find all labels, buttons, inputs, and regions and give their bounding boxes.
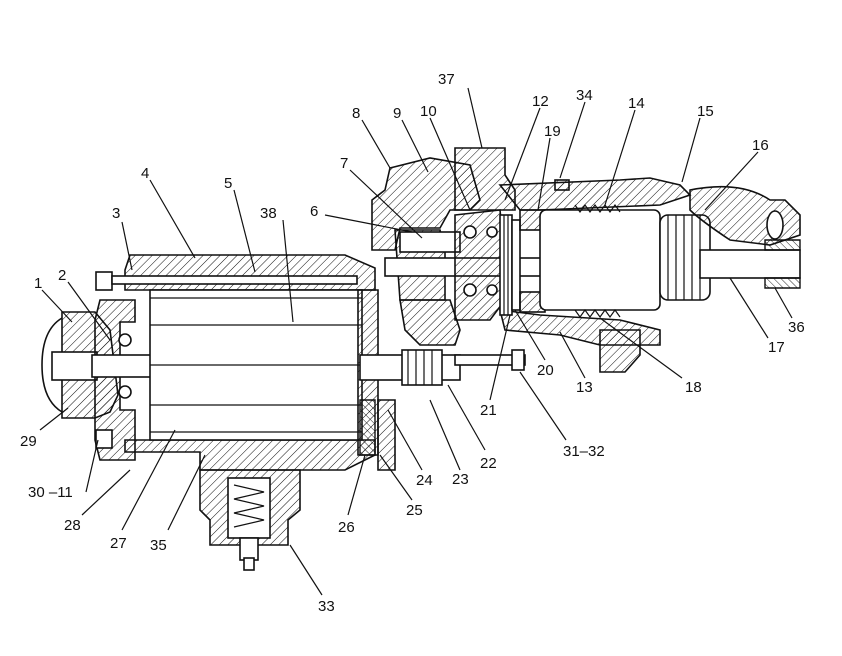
callout-23: 23 (452, 471, 469, 488)
callout-25: 25 (406, 502, 423, 519)
callout-8: 8 (352, 105, 360, 122)
callout-4: 4 (141, 165, 149, 182)
callout-20: 20 (537, 362, 554, 379)
callout-30-11: 30 –11 (28, 484, 73, 501)
callout-31-32: 31–32 (563, 443, 605, 460)
callout-22: 22 (480, 455, 497, 472)
callout-2: 2 (58, 267, 66, 284)
callout-16: 16 (752, 137, 769, 154)
callout-5: 5 (224, 175, 232, 192)
callout-1: 1 (34, 275, 42, 292)
callout-21: 21 (480, 402, 497, 419)
callout-28: 28 (64, 517, 81, 534)
callout-3: 3 (112, 205, 120, 222)
callout-9: 9 (393, 105, 401, 122)
callout-12: 12 (532, 93, 549, 110)
leader-lines (39, 87, 793, 596)
motor-housing (111, 254, 379, 471)
callout-24: 24 (416, 472, 433, 489)
callout-27: 27 (110, 535, 127, 552)
callout-35: 35 (150, 537, 167, 554)
callout-7: 7 (340, 155, 348, 172)
left-end-cap (41, 271, 153, 461)
callout-6: 6 (310, 203, 318, 220)
callout-38: 38 (260, 205, 277, 222)
callout-19: 19 (544, 123, 561, 140)
callout-26: 26 (338, 519, 355, 536)
callout-36: 36 (788, 319, 805, 336)
callout-10: 10 (420, 103, 437, 120)
callout-13: 13 (576, 379, 593, 396)
callout-34: 34 (576, 87, 593, 104)
callout-29: 29 (20, 433, 37, 450)
callout-17: 17 (768, 339, 785, 356)
callout-labels: 1 2 3 4 5 6 7 8 9 10 12 13 14 15 16 17 1… (20, 71, 805, 615)
callout-37: 37 (438, 71, 455, 88)
callout-15: 15 (697, 103, 714, 120)
callout-33: 33 (318, 598, 335, 615)
callout-14: 14 (628, 95, 645, 112)
solenoid-section (454, 147, 801, 373)
bottom-plug-assembly (199, 469, 301, 571)
callout-18: 18 (685, 379, 702, 396)
